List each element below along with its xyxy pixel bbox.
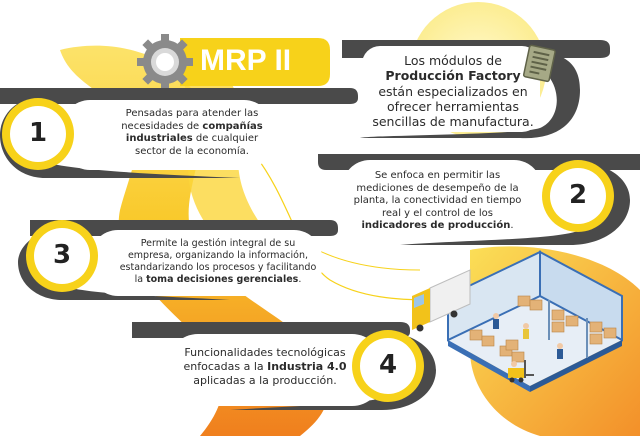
intro-line-3: están especializados en [378,83,528,99]
intro-card [362,46,540,132]
item4-card [168,334,382,406]
item2-pre: Se enfoca en permitir las mediciones de … [353,170,522,219]
intro-arc [360,50,580,139]
item3-card [90,230,322,296]
intro-bold: Producción Factory [385,68,521,84]
connector-line [254,154,431,301]
gear-icon [137,34,193,90]
item3-number-bg [34,228,90,284]
title-badge [180,38,330,86]
item3-bold: toma decisiones gerenciales [146,273,299,285]
page-title: MRP II [200,44,292,77]
item2-text: Se enfoca en permitir las mediciones de … [350,170,525,233]
item3-pre: Permite la gestión integral de su empres… [119,238,317,285]
item1-pre: Pensadas para atender las necesidades de [121,108,259,132]
item4-number-bg [360,338,416,394]
intro-line-5: sencillas de manufactura. [372,114,534,129]
intro-text: Los módulos de Producción Factory están … [372,53,534,129]
item1-number: 1 [28,118,48,148]
item4-post: aplicadas a la producción. [193,373,337,387]
item3-number: 3 [52,240,72,270]
item1-text: Pensadas para atender las necesidades de… [112,108,272,158]
forklift-illustration [508,360,534,383]
item2-post: . [510,220,514,231]
warehouse-illustration [447,250,623,392]
document-icon [522,44,556,83]
truck-illustration [412,269,471,332]
item1-post: de cualquier sector de la economía. [134,133,259,157]
item2-card [342,160,542,238]
intro-line-1: Los módulos de [404,53,502,68]
item3-text: Permite la gestión integral de su empres… [118,238,318,286]
item1-bar [0,88,358,104]
intro-line-4: ofrecer herramientas [387,98,519,114]
item1-card [62,100,272,170]
item3-post: . [298,273,302,285]
item2-number-bg [550,168,606,224]
item4-number: 4 [378,350,398,380]
item4-bold: Industria 4.0 [267,359,347,373]
item4-pre: Funcionalidades tecnológicas enfocadas a… [183,346,346,373]
item1-bold: compañías industriales [125,120,263,145]
item1-number-bg [10,106,66,162]
item4-text: Funcionalidades tecnológicas enfocadas a… [180,346,350,387]
item2-bold: indicadores de producción [361,220,511,231]
item2-number: 2 [568,180,588,210]
